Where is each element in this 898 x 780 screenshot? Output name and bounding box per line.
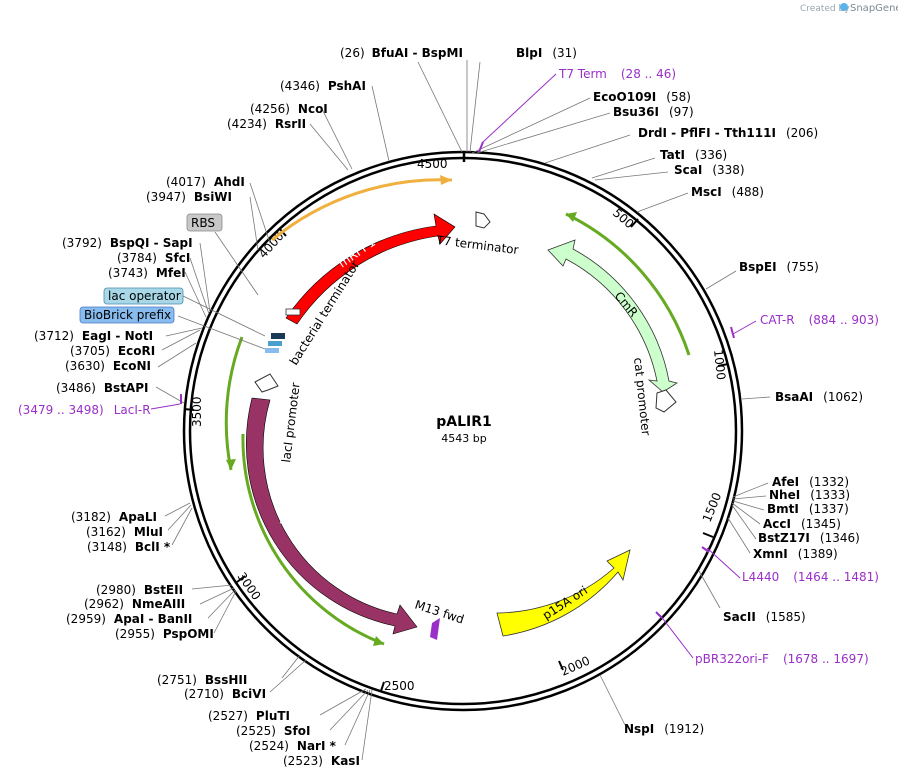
site-2955: (2955)PspOMI xyxy=(115,627,214,641)
site-31: BlpI(31) xyxy=(516,46,577,60)
primer-marks xyxy=(150,73,757,659)
orf-arc-left-head xyxy=(226,459,236,470)
site-3630: (3630)EcoNI xyxy=(65,359,151,373)
feature-laci xyxy=(245,397,418,635)
site-3947: (3947)BsiWI xyxy=(146,190,232,204)
snapgene-logo-icon xyxy=(840,3,848,11)
feature-t7-terminator xyxy=(475,211,491,229)
site-2525: (2525)SfoI xyxy=(236,724,310,738)
feature-mrfp1 xyxy=(285,213,456,325)
feature-m13-fwd xyxy=(430,618,440,640)
lac-operator-box xyxy=(103,287,184,305)
site-338: ScaI(338) xyxy=(674,163,745,177)
primer-l4440: L4440(1464 .. 1481) xyxy=(742,570,879,584)
site-97: Bsu36I(97) xyxy=(613,105,694,119)
site-1912: NspI(1912) xyxy=(624,722,704,736)
feature-bacterial-terminator-shape xyxy=(285,308,301,316)
site-2523: (2523)KasI xyxy=(283,754,360,768)
feature-cat-promoter-shape xyxy=(655,389,677,413)
feature-cmr xyxy=(547,239,678,393)
site-4234: (4234)RsrII xyxy=(227,117,306,131)
label-laci: lacI xyxy=(278,504,298,528)
site-1337: BmtI(1337) xyxy=(767,502,849,516)
plasmid-length: 4543 bp xyxy=(441,432,486,445)
tick-3500: 3500 xyxy=(190,396,204,427)
tick-labels: 500 1000 1500 2000 2500 3000 3500 4000 4… xyxy=(190,157,728,693)
orf-arc-left xyxy=(224,336,244,471)
site-3148: (3148)BclI * xyxy=(87,540,171,554)
site-3784: (3784)SfcI xyxy=(117,251,190,265)
site-755: BspEI(755) xyxy=(739,260,819,274)
rbs-label: RBS xyxy=(191,216,215,230)
lac-operator-label: lac operator xyxy=(108,289,181,303)
site-3743: (3743)MfeI xyxy=(108,266,186,280)
site-1333: NheI(1333) xyxy=(769,488,850,502)
site-58: EcoO109I(58) xyxy=(593,90,691,104)
primer-t7-term: T7 Term(28 .. 46) xyxy=(558,67,676,81)
primer-laci-r: (3479 .. 3498)LacI-R xyxy=(18,403,151,417)
site-2962: (2962)NmeAIII xyxy=(84,597,185,611)
site-3792: (3792)BspQI - SapI xyxy=(62,236,193,250)
tick-4500: 4500 xyxy=(417,157,448,171)
orf-arc-mrfp1 xyxy=(271,178,453,242)
site-4346: (4346)PshAI xyxy=(280,79,366,93)
boxed-labels: RBS lac operator BioBrick prefix xyxy=(79,213,223,324)
site-1346: BstZ17I(1346) xyxy=(758,531,860,545)
feature-rbs-shape xyxy=(271,333,285,339)
site-2524: (2524)NarI * xyxy=(249,739,337,753)
watermark-prefix: Created by xyxy=(800,4,850,14)
site-488: MscI(488) xyxy=(691,185,764,199)
primer-labels: T7 Term(28 .. 46) CAT-R(884 .. 903) L444… xyxy=(18,67,879,666)
site-leader-lines xyxy=(155,60,771,761)
label-t7-terminator: T7 terminator xyxy=(435,233,520,257)
primer-cat-r: CAT-R(884 .. 903) xyxy=(760,313,879,327)
site-4256: (4256)NcoI xyxy=(250,102,328,116)
site-336: TatI(336) xyxy=(660,148,727,162)
plasmid-title: pALIR1 4543 bp xyxy=(436,414,492,445)
site-2959: (2959)ApaI - BanII xyxy=(66,612,192,626)
site-1062: BsaAI(1062) xyxy=(775,390,863,404)
orf-arc-laci-head xyxy=(373,636,384,646)
site-3705: (3705)EcoRI xyxy=(70,344,155,358)
site-3486: (3486)BstAPI xyxy=(56,381,148,395)
tick-1000: 1000 xyxy=(711,349,728,381)
biobrick-prefix-box xyxy=(79,306,175,324)
snapgene-watermark: Created by SnapGene xyxy=(800,3,898,14)
site-3182: (3182)ApaLI xyxy=(71,510,157,524)
primer-pbr322ori-f: pBR322ori-F(1678 .. 1697) xyxy=(695,652,869,666)
site-2980: (2980)BstEII xyxy=(96,583,183,597)
label-cat-promoter: cat promoter xyxy=(631,357,653,436)
site-4017: (4017)AhdI xyxy=(166,175,245,189)
site-2751: (2751)BssHII xyxy=(157,673,247,687)
site-1585: SacII(1585) xyxy=(723,610,806,624)
tick-marks xyxy=(183,152,729,692)
site-206: DrdI - PflFI - Tth111I(206) xyxy=(638,126,818,140)
feature-laci-promoter-shape xyxy=(254,373,279,393)
site-2710: (2710)BciVI xyxy=(184,687,266,701)
orf-arc-cmr-head xyxy=(566,212,577,222)
watermark-brand: SnapGene xyxy=(850,3,898,14)
site-labels: (26)BfuAI - BspMI BlpI(31) EcoO109I(58) … xyxy=(34,46,863,768)
feature-p15a-ori xyxy=(496,549,631,637)
orf-arc-laci xyxy=(241,433,385,646)
biobrick-prefix-label: BioBrick prefix xyxy=(84,308,171,322)
feature-lac-operator-shape xyxy=(268,341,282,346)
site-1345: AccI(1345) xyxy=(763,517,841,531)
plasmid-name: pALIR1 xyxy=(436,414,492,430)
orf-arcs xyxy=(224,175,691,646)
feature-biobrick-prefix-shape xyxy=(265,348,279,353)
orf-arc-mrfp1-head xyxy=(440,175,452,185)
label-m13-fwd: M13 fwd xyxy=(413,598,466,627)
site-2527: (2527)PluTI xyxy=(208,709,290,723)
rbs-box xyxy=(186,213,223,232)
orf-arc-cmr xyxy=(565,212,691,356)
site-1332: AfeI(1332) xyxy=(772,475,849,489)
site-3712: (3712)EagI - NotI xyxy=(34,329,153,343)
site-26: (26)BfuAI - BspMI xyxy=(340,46,463,60)
site-1389: XmnI(1389) xyxy=(753,547,838,561)
site-3162: (3162)MluI xyxy=(86,525,163,539)
label-laci-promoter: lacI promoter xyxy=(279,382,303,463)
tick-2500: 2500 xyxy=(384,679,415,693)
